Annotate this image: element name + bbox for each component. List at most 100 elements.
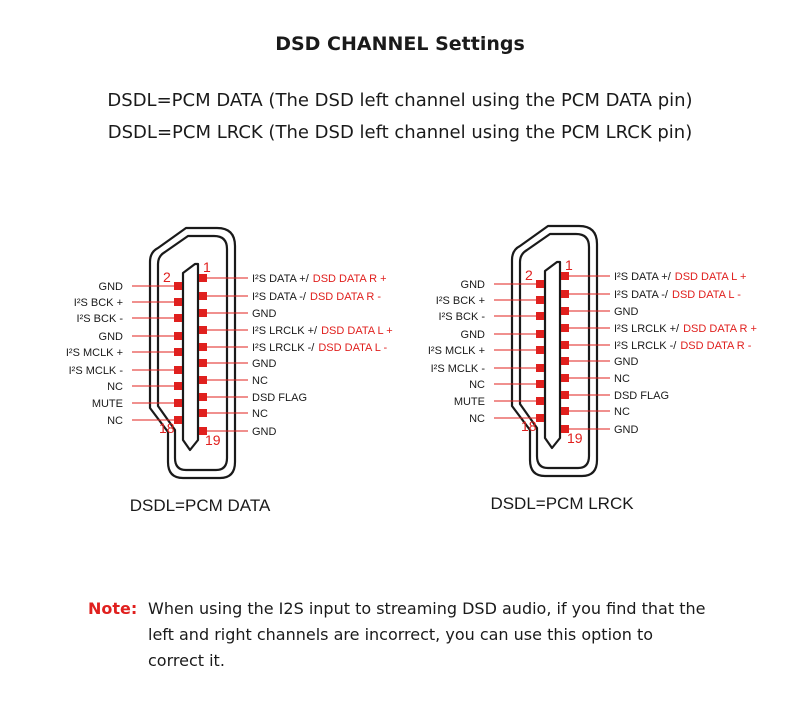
right-pin-label: GND: [252, 308, 277, 320]
pin-pad: [561, 341, 569, 349]
left-pin-label: I²S BCK +: [74, 297, 123, 309]
connector-caption: DSDL=PCM DATA: [130, 496, 271, 515]
right-pin-function: GND: [252, 426, 277, 438]
right-pin-label: I²S LRCLK +/DSD DATA L +: [252, 325, 393, 337]
right-pin-label: I²S DATA -/DSD DATA R -: [252, 291, 381, 303]
pin-number-2: 2: [163, 269, 171, 285]
right-pin-label: GND: [614, 356, 639, 368]
pin-pad: [174, 314, 182, 322]
pin-pad: [174, 399, 182, 407]
pin-pad: [561, 272, 569, 280]
left-pin-label: GND: [99, 281, 124, 293]
left-pin-label: GND: [461, 279, 486, 291]
right-pin-label: NC: [614, 373, 630, 385]
pin-number-18: 18: [521, 418, 537, 434]
right-pin-dsd-function: DSD DATA L -: [672, 289, 741, 301]
right-pin-function: GND: [614, 306, 639, 318]
left-pin-label: NC: [107, 381, 123, 393]
right-pin-label: I²S LRCLK -/DSD DATA R -: [614, 340, 752, 352]
pin-pad: [536, 330, 544, 338]
hdmi-connector-2: GND I²S BCK + I²S BCK - GND I²S MCLK + I²S MC…: [428, 224, 757, 513]
right-pin-dsd-function: DSD DATA L -: [318, 342, 387, 354]
right-pin-dsd-function: DSD DATA R -: [680, 340, 751, 352]
pin-pad: [536, 280, 544, 288]
right-pin-function: I²S LRCLK +/: [252, 325, 318, 337]
pin-pad: [199, 274, 207, 282]
right-pin-label: I²S LRCLK +/DSD DATA R +: [614, 323, 757, 335]
left-pin-label: I²S BCK -: [439, 311, 486, 323]
connector-caption: DSDL=PCM LRCK: [490, 494, 634, 513]
right-pin-function: GND: [614, 424, 639, 436]
left-pin-label: I²S MCLK -: [431, 363, 486, 375]
pin-pad: [174, 416, 182, 424]
pin-number-19: 19: [567, 430, 583, 446]
pin-pad: [561, 307, 569, 315]
right-pin-label: NC: [614, 406, 630, 418]
left-pin-label: GND: [461, 329, 486, 341]
pin-pad: [536, 312, 544, 320]
pin-number-19: 19: [205, 432, 221, 448]
right-pin-function: GND: [252, 358, 277, 370]
right-pin-function: DSD FLAG: [614, 390, 669, 402]
pin-pad: [561, 391, 569, 399]
left-pin-label: NC: [469, 379, 485, 391]
pin-pad: [199, 309, 207, 317]
pin-pad: [561, 407, 569, 415]
right-pin-dsd-function: DSD DATA R +: [313, 273, 387, 285]
right-pin-label: I²S DATA +/DSD DATA L +: [614, 271, 746, 283]
pin-pad: [536, 414, 544, 422]
pin-pad: [561, 324, 569, 332]
right-pin-dsd-function: DSD DATA L +: [675, 271, 747, 283]
pin-pad: [536, 346, 544, 354]
right-pin-function: I²S LRCLK +/: [614, 323, 680, 335]
pin-pad: [174, 382, 182, 390]
connector-inner-shell: [518, 232, 591, 470]
pin-pad: [561, 357, 569, 365]
note-text: When using the I2S input to streaming DS…: [148, 599, 706, 670]
pin-pad: [174, 298, 182, 306]
pin-pad: [199, 359, 207, 367]
left-pin-label: MUTE: [92, 398, 123, 410]
pin-pad: [561, 374, 569, 382]
page-title: DSD CHANNEL Settings: [275, 33, 525, 55]
left-pin-label: I²S MCLK +: [428, 345, 485, 357]
right-pin-label: DSD FLAG: [614, 390, 669, 402]
left-pin-label: MUTE: [454, 396, 485, 408]
right-pin-function: I²S DATA -/: [252, 291, 307, 303]
left-pin-label: I²S BCK -: [77, 313, 124, 325]
left-pin-label: I²S MCLK +: [66, 347, 123, 359]
connector-outer-shell: [148, 226, 237, 480]
connector-inner-shell: [156, 234, 229, 472]
pin-pad: [174, 366, 182, 374]
pin-pad: [536, 364, 544, 372]
pin-number-2: 2: [525, 267, 533, 283]
pin-pad: [536, 380, 544, 388]
description-line-1: DSDL=PCM DATA (The DSD left channel usin…: [107, 90, 693, 111]
right-pin-function: GND: [252, 308, 277, 320]
right-pin-label: GND: [614, 306, 639, 318]
pin-pad: [199, 376, 207, 384]
connector-tongue: [543, 260, 562, 450]
right-pin-function: I²S LRCLK -/: [252, 342, 315, 354]
right-pin-function: I²S DATA +/: [614, 271, 672, 283]
description-line-2: DSDL=PCM LRCK (The DSD left channel usin…: [107, 122, 693, 143]
right-pin-dsd-function: DSD DATA R +: [683, 323, 757, 335]
right-pin-function: NC: [614, 406, 630, 418]
pin-pad: [199, 409, 207, 417]
pin-number-1: 1: [565, 257, 573, 273]
connector-outer-shell: [510, 224, 599, 478]
pin-pad: [174, 348, 182, 356]
pin-pad: [561, 290, 569, 298]
right-pin-function: DSD FLAG: [252, 392, 307, 404]
right-pin-label: NC: [252, 408, 268, 420]
right-pin-label: NC: [252, 375, 268, 387]
right-pin-label: DSD FLAG: [252, 392, 307, 404]
pin-pad: [199, 326, 207, 334]
pin-number-18: 18: [159, 420, 175, 436]
right-pin-label: GND: [252, 426, 277, 438]
left-pin-label: I²S BCK +: [436, 295, 485, 307]
connector-tongue: [181, 262, 200, 452]
pin-pad: [199, 427, 207, 435]
